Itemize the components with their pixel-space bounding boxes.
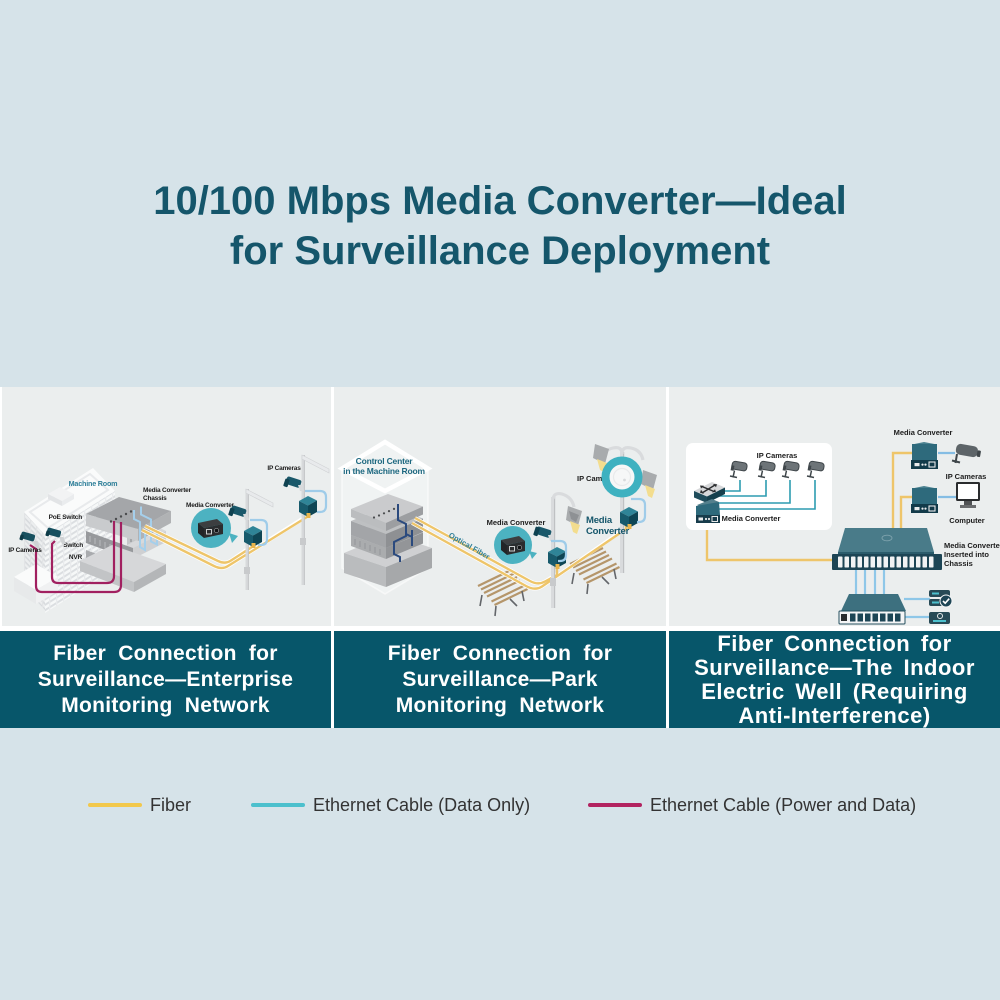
svg-text:IP Cameras: IP Cameras	[267, 465, 301, 472]
svg-text:Media Converter: Media Converter	[143, 487, 192, 494]
svg-text:Media Converter: Media Converter	[487, 518, 546, 527]
svg-text:Inserted into: Inserted into	[944, 550, 989, 559]
svg-text:IP Cameras: IP Cameras	[757, 451, 798, 460]
svg-text:NVR: NVR	[69, 554, 83, 561]
svg-text:Control Center: Control Center	[356, 456, 414, 466]
svg-text:Media Converter: Media Converter	[894, 428, 953, 437]
svg-text:Media Converter: Media Converter	[186, 502, 235, 509]
svg-text:Machine Room: Machine Room	[69, 479, 118, 488]
svg-text:Media Converter: Media Converter	[722, 514, 781, 523]
svg-text:Chassis: Chassis	[143, 495, 167, 502]
svg-text:IP Camera: IP Camera	[577, 474, 614, 483]
svg-text:Converter: Converter	[586, 526, 630, 537]
svg-text:in the Machine Room: in the Machine Room	[343, 466, 425, 476]
svg-text:Media: Media	[586, 515, 613, 526]
svg-text:IP Cameras: IP Cameras	[946, 472, 987, 481]
svg-text:IP Cameras: IP Cameras	[8, 547, 42, 554]
svg-text:Chassis: Chassis	[944, 559, 973, 568]
svg-text:Computer: Computer	[949, 516, 984, 525]
svg-text:Switch: Switch	[63, 542, 83, 549]
svg-text:Media Converter: Media Converter	[944, 541, 1000, 550]
svg-text:PoE Switch: PoE Switch	[49, 514, 83, 521]
